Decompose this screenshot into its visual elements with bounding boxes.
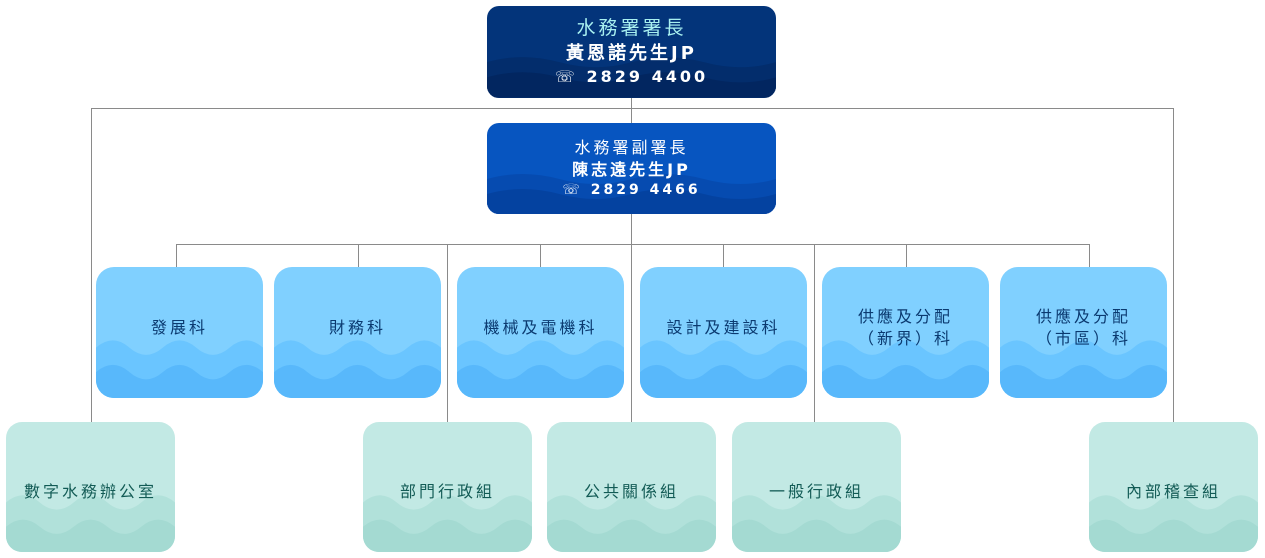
section-box: 供應及分配（市區）科	[1000, 267, 1167, 398]
deputy-box: 水務署副署長 陳志遠先生JP ☏ 2829 4466	[487, 123, 776, 214]
section-name: 財務科	[328, 317, 386, 337]
unit-box: 公共關係組	[547, 422, 716, 552]
connector-line	[91, 108, 1174, 109]
deputy-name: 陳志遠先生JP	[572, 160, 691, 180]
unit-box: 部門行政組	[363, 422, 532, 552]
director-title: 水務署署長	[576, 17, 687, 40]
unit-box: 內部稽查組	[1089, 422, 1258, 552]
connector-line	[176, 244, 1090, 245]
connector-line	[814, 244, 815, 422]
connector-line	[358, 244, 359, 267]
unit-name: 部門行政組	[399, 482, 495, 502]
connector-line	[91, 108, 92, 424]
section-name-sub: （市區）科	[1035, 328, 1131, 348]
unit-name: 一般行政組	[768, 482, 864, 502]
connector-line	[1089, 244, 1090, 267]
section-name: 發展科	[150, 317, 208, 337]
phone-icon: ☏	[562, 181, 591, 198]
director-name: 黃恩諾先生JP	[566, 42, 697, 64]
section-name: 設計及建設科	[666, 317, 781, 337]
deputy-title: 水務署副署長	[574, 138, 689, 158]
section-name-sub: （新界）科	[857, 328, 953, 348]
director-phone: 2829 4400	[586, 67, 709, 87]
connector-line	[631, 98, 632, 123]
section-box: 機械及電機科	[457, 267, 624, 398]
section-box: 供應及分配（新界）科	[822, 267, 989, 398]
unit-name: 內部稽查組	[1125, 482, 1221, 502]
section-name: 供應及分配	[1035, 306, 1131, 326]
connector-line	[1173, 108, 1174, 422]
connector-line	[631, 214, 632, 422]
section-name: 機械及電機科	[483, 317, 598, 337]
unit-name: 數字水務辦公室	[23, 482, 157, 502]
phone-icon: ☏	[554, 67, 587, 87]
connector-line	[447, 244, 448, 422]
connector-line	[176, 244, 177, 267]
director-box: 水務署署長 黃恩諾先生JP ☏ 2829 4400	[487, 6, 776, 98]
unit-name: 公共關係組	[583, 482, 679, 502]
connector-line	[723, 244, 724, 267]
section-box: 財務科	[274, 267, 441, 398]
deputy-phone: 2829 4466	[590, 181, 701, 198]
connector-line	[540, 244, 541, 267]
connector-line	[906, 244, 907, 267]
unit-box: 一般行政組	[732, 422, 901, 552]
unit-box: 數字水務辦公室	[6, 422, 175, 552]
section-box: 發展科	[96, 267, 263, 398]
section-name: 供應及分配	[857, 306, 953, 326]
section-box: 設計及建設科	[640, 267, 807, 398]
